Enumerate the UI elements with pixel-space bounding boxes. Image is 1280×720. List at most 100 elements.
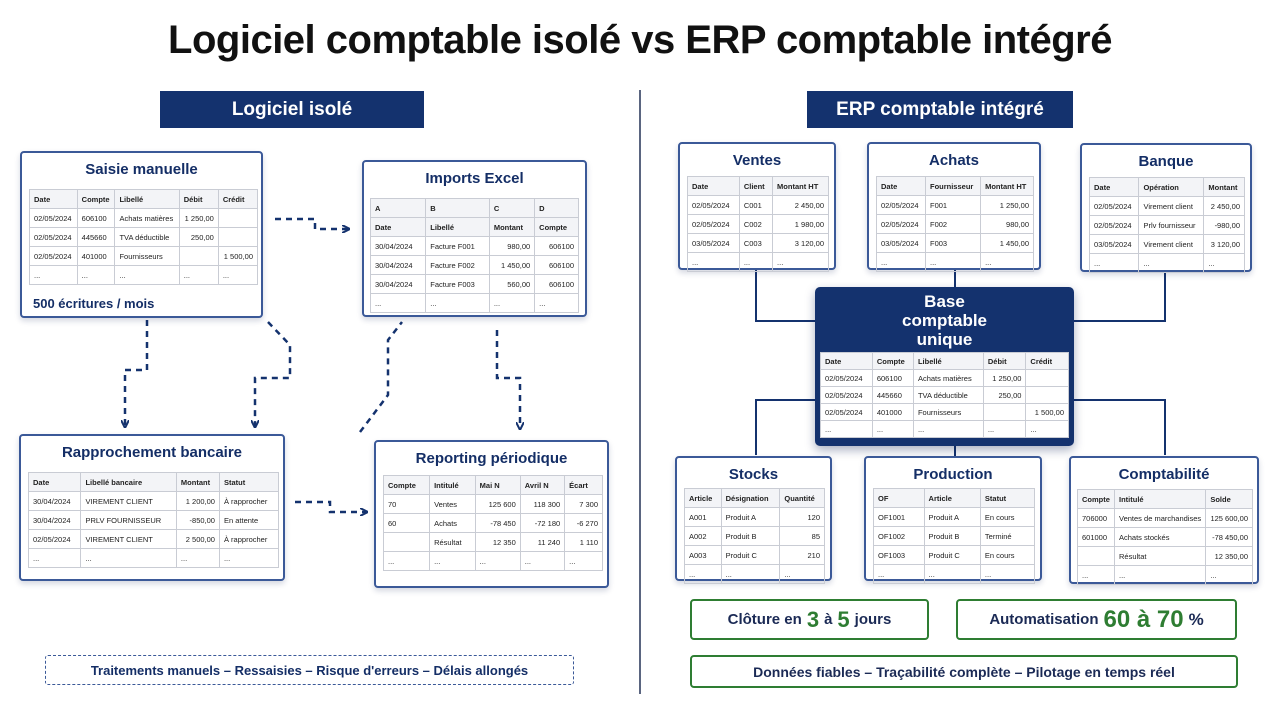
table-header-row: Date Fournisseur Montant HT [876,176,1034,196]
table-row: OF1001 Produit A En cours [873,507,1036,527]
right-summary-box: Données fiables – Traçabilité complète –… [690,655,1238,688]
stocks-title: Stocks [728,466,779,483]
table-row: ... ... ... ... ... [382,551,603,571]
production-table: OF Article Statut OF1001 Produit A En co… [873,488,1036,584]
cell: 2 450,00 [1203,196,1245,216]
cell: 02/05/2024 [820,386,873,404]
table-row: OF1003 Produit C En cours [873,545,1036,565]
cell: PRLV FOURNISSEUR [80,510,177,530]
table-row: 30/04/2024 PRLV FOURNISSEUR -850,00 En a… [27,510,280,530]
table-row: OF1002 Produit B Terminé [873,526,1036,546]
col-header: Date [369,217,427,237]
col-header: Libellé [114,189,180,209]
kpi-label: jours [854,611,892,628]
table-row: ... ... ... ... ... [820,420,1069,438]
rapprochement-bancaire-table: Date Libellé bancaire Montant Statut 30/… [27,472,280,568]
kpi-label: à [824,611,833,628]
table-row: 30/04/2024 Facture F003 560,00 606100 [369,274,579,294]
cell: 02/05/2024 [820,403,873,421]
cell: 7 300 [564,494,603,514]
cell [217,208,259,228]
reporting-periodique-title: Reporting périodique [415,450,568,467]
cell: 70 [382,494,431,514]
cell [217,227,259,247]
cell: Achats stockés [1113,527,1207,547]
table-row: 02/05/2024 401000 Fournisseurs 1 500,00 [29,246,259,266]
cell: ... [114,265,180,285]
cell: Produit A [923,507,981,527]
cell: 125 600,00 [1205,508,1253,528]
cell: TVA déductible [114,227,180,247]
col-header: Quantité [779,488,825,508]
table-header-row: Date Client Montant HT [687,176,829,196]
cell: Fournisseurs [114,246,180,266]
cell: 02/05/2024 [1088,196,1140,216]
col-header: Client [738,176,774,196]
col-header: Compte [76,189,116,209]
cell: ... [217,265,259,285]
cell: En cours [979,507,1036,527]
stocks-card: Stocks Article Désignation Quantité A001… [675,456,832,584]
col-letter: D [534,198,579,218]
cell: 980,00 [980,214,1034,234]
cell: 606100 [534,255,579,275]
cell: Virement client [1138,234,1205,254]
cell: -6 270 [564,513,603,533]
cell: ... [564,551,603,571]
cell: 12 350 [474,532,521,552]
cell: Produit C [923,545,981,565]
cell: En cours [979,545,1036,565]
cell: TVA déductible [912,386,984,404]
cell: 3 120,00 [1203,234,1245,254]
cell: C002 [738,214,774,234]
cell: 60 [382,513,431,533]
cell: 445660 [871,386,914,404]
cell: Produit C [720,545,781,565]
volume-note: 500 écritures / mois [33,296,155,311]
cell: Achats [429,513,476,533]
column-letter-row: A B C D [369,198,579,218]
col-header: OF [873,488,925,508]
kpi-value: 5 [837,606,850,632]
center-divider [639,90,641,694]
cell: Résultat [1113,546,1207,566]
kpi-value: 3 [806,606,820,632]
cell: Achats matières [912,369,984,387]
table-row: Résultat 12 350 11 240 1 110 [382,532,603,552]
col-header: Date [687,176,740,196]
cell [1025,386,1069,404]
left-summary-box: Traitements manuels – Ressaisies – Risqu… [45,655,574,685]
cell: 1 250,00 [178,208,219,228]
cell: 445660 [76,227,116,247]
cell: 980,00 [488,236,536,256]
table-header-row: Date Libellé bancaire Montant Statut [27,472,280,492]
cell: -78 450,00 [1205,527,1253,547]
production-card: Production OF Article Statut OF1001 Prod… [864,456,1042,584]
cell: ... [982,420,1027,438]
table-row: Résultat 12 350,00 [1077,546,1253,566]
cell: 560,00 [488,274,536,294]
banque-card: Banque Date Opération Montant 02/05/2024… [1080,143,1252,273]
table-header-row: Date Libellé Montant Compte [369,217,579,237]
cell: 125 600 [474,494,521,514]
cell [982,403,1027,421]
banque-table: Date Opération Montant 02/05/2024 Vireme… [1088,177,1245,273]
cell [1077,546,1115,566]
cell [382,532,431,552]
cell: ... [534,293,579,313]
title-line: unique [916,330,973,349]
table-row: 02/05/2024 445660 TVA déductible 250,00 [820,386,1069,404]
col-header: Compte [1077,489,1115,509]
cell: ... [684,564,722,584]
stocks-table: Article Désignation Quantité A001 Produi… [684,488,825,584]
col-header: Statut [218,472,280,492]
col-header: Opération [1138,177,1205,197]
cell: OF1002 [873,526,925,546]
cell: Facture F001 [425,236,490,256]
kpi-label: Automatisation [989,611,1099,628]
table-row: ... ... ... [1077,565,1253,585]
cell: Facture F002 [425,255,490,275]
cell: ... [519,551,566,571]
table-row: ... ... ... ... ... [29,265,259,285]
cell: Prlv fournisseur [1138,215,1205,235]
